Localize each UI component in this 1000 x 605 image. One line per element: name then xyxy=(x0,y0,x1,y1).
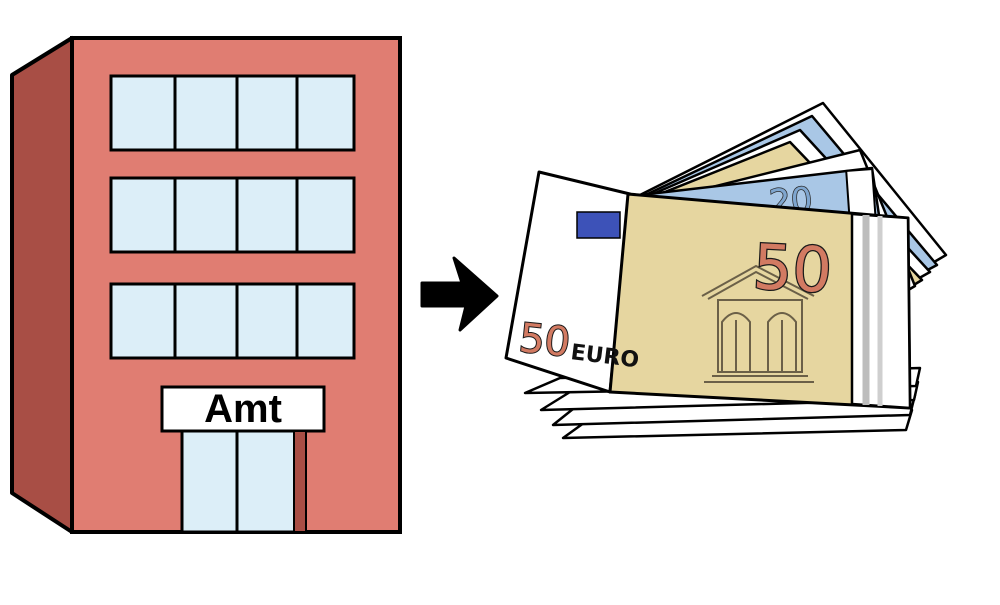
window-row-middle xyxy=(109,176,356,254)
building-sign-label: Amt xyxy=(204,387,282,431)
window-row-bottom xyxy=(109,282,356,360)
arrow-right-icon xyxy=(420,256,499,332)
office-building-icon: Amt xyxy=(10,36,402,534)
banknote-50-value: 50 xyxy=(751,230,834,307)
banknote-building-sketch xyxy=(701,264,815,383)
building-door[interactable] xyxy=(180,429,307,534)
banknote-50: 50 50 EURO xyxy=(504,170,912,410)
banknote-50-small-value: 50 xyxy=(517,315,572,366)
banknotes-icon: 20 xyxy=(504,101,948,440)
building-sign: Amt xyxy=(160,385,326,433)
window-row-top xyxy=(109,74,356,152)
